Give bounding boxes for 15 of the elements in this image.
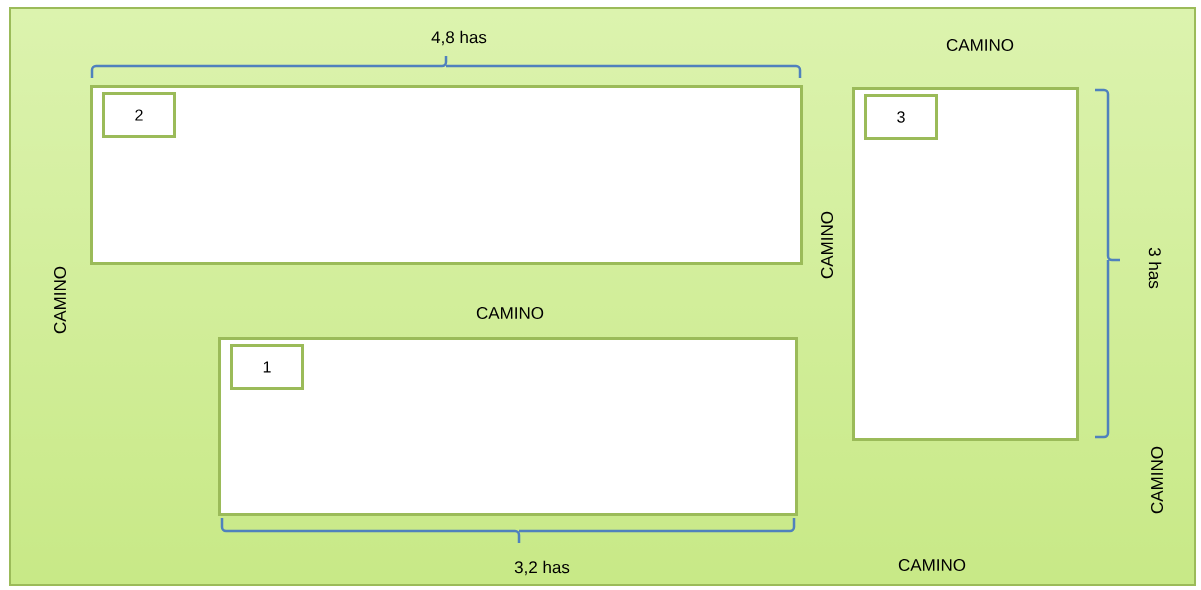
road-label: CAMINO — [1151, 446, 1164, 514]
dimension-label: 3,2 has — [514, 560, 570, 576]
plot-number-box: 3 — [864, 94, 938, 140]
plot-box — [852, 87, 1079, 441]
plot-number-box: 1 — [230, 344, 304, 390]
plot-number-box: 2 — [102, 92, 176, 138]
road-label: CAMINO — [54, 266, 67, 334]
road-label: CAMINO — [476, 307, 544, 320]
road-label: CAMINO — [898, 559, 966, 572]
road-label: CAMINO — [946, 39, 1014, 52]
plot-box — [218, 337, 798, 516]
dimension-label: 3 has — [1148, 247, 1162, 289]
dimension-label: 4,8 has — [431, 30, 487, 46]
road-label: CAMINO — [821, 211, 834, 279]
plot-box — [90, 85, 803, 265]
